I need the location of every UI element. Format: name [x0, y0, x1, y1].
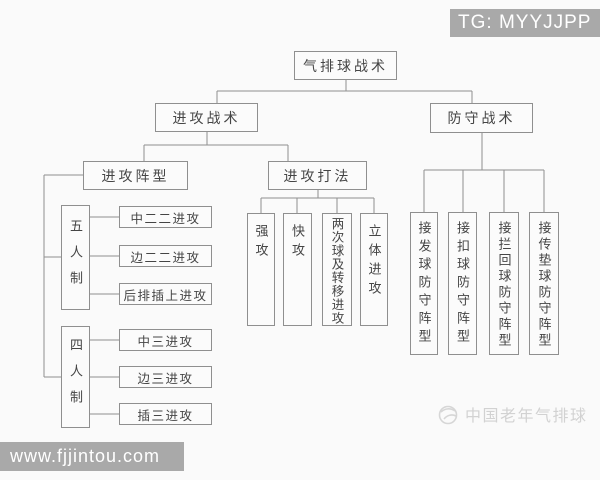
- connector: [90, 339, 119, 415]
- node-middle-two-two-attack: 中二二进攻: [119, 206, 212, 228]
- connector: [423, 133, 545, 212]
- node-middle-three-attack: 中三进攻: [119, 329, 212, 351]
- connector: [260, 190, 375, 213]
- node-five-player-system: 五人制: [61, 205, 90, 310]
- node-pass-dig-receive-defense-formation: 接传垫球防守阵型: [529, 212, 559, 355]
- telegram-watermark-banner: TG: MYYJJPP: [450, 9, 600, 37]
- node-spike-receive-defense-formation: 接扣球防守阵型: [448, 212, 477, 355]
- node-insert-three-attack: 插三进攻: [119, 403, 212, 425]
- connector: [216, 80, 473, 104]
- node-offense-tactics: 进攻战术: [155, 103, 258, 132]
- website-watermark-text: www.fjjintou.com: [10, 446, 161, 466]
- source-watermark: 中国老年气排球: [436, 402, 588, 426]
- node-four-player-system: 四人制: [61, 326, 90, 428]
- node-root: 气排球战术: [294, 51, 397, 80]
- connector: [90, 216, 119, 295]
- telegram-watermark-text: TG: MYYJJPP: [458, 12, 592, 33]
- node-defense-tactics: 防守战术: [430, 103, 533, 133]
- website-watermark-banner: www.fjjintou.com: [0, 442, 184, 471]
- node-three-dimensional-attack: 立体进攻: [360, 213, 388, 326]
- source-watermark-text: 中国老年气排球: [465, 408, 588, 425]
- node-side-two-two-attack: 边二二进攻: [119, 245, 212, 267]
- node-block-return-receive-defense-formation: 接拦回球防守阵型: [489, 212, 519, 355]
- node-serve-receive-defense-formation: 接发球防守阵型: [410, 212, 438, 355]
- connector: [143, 132, 289, 161]
- volleyball-logo-icon: [438, 405, 458, 425]
- node-back-row-insert-attack: 后排插上进攻: [119, 283, 212, 305]
- node-side-three-attack: 边三进攻: [119, 366, 212, 388]
- node-power-attack: 强攻: [247, 213, 275, 326]
- node-offense-formation: 进攻阵型: [83, 161, 188, 190]
- connector: [43, 174, 83, 378]
- node-second-ball-transfer-attack: 两次球及转移进攻: [322, 213, 352, 326]
- node-quick-attack: 快攻: [283, 213, 312, 326]
- node-offense-methods: 进攻打法: [268, 161, 367, 190]
